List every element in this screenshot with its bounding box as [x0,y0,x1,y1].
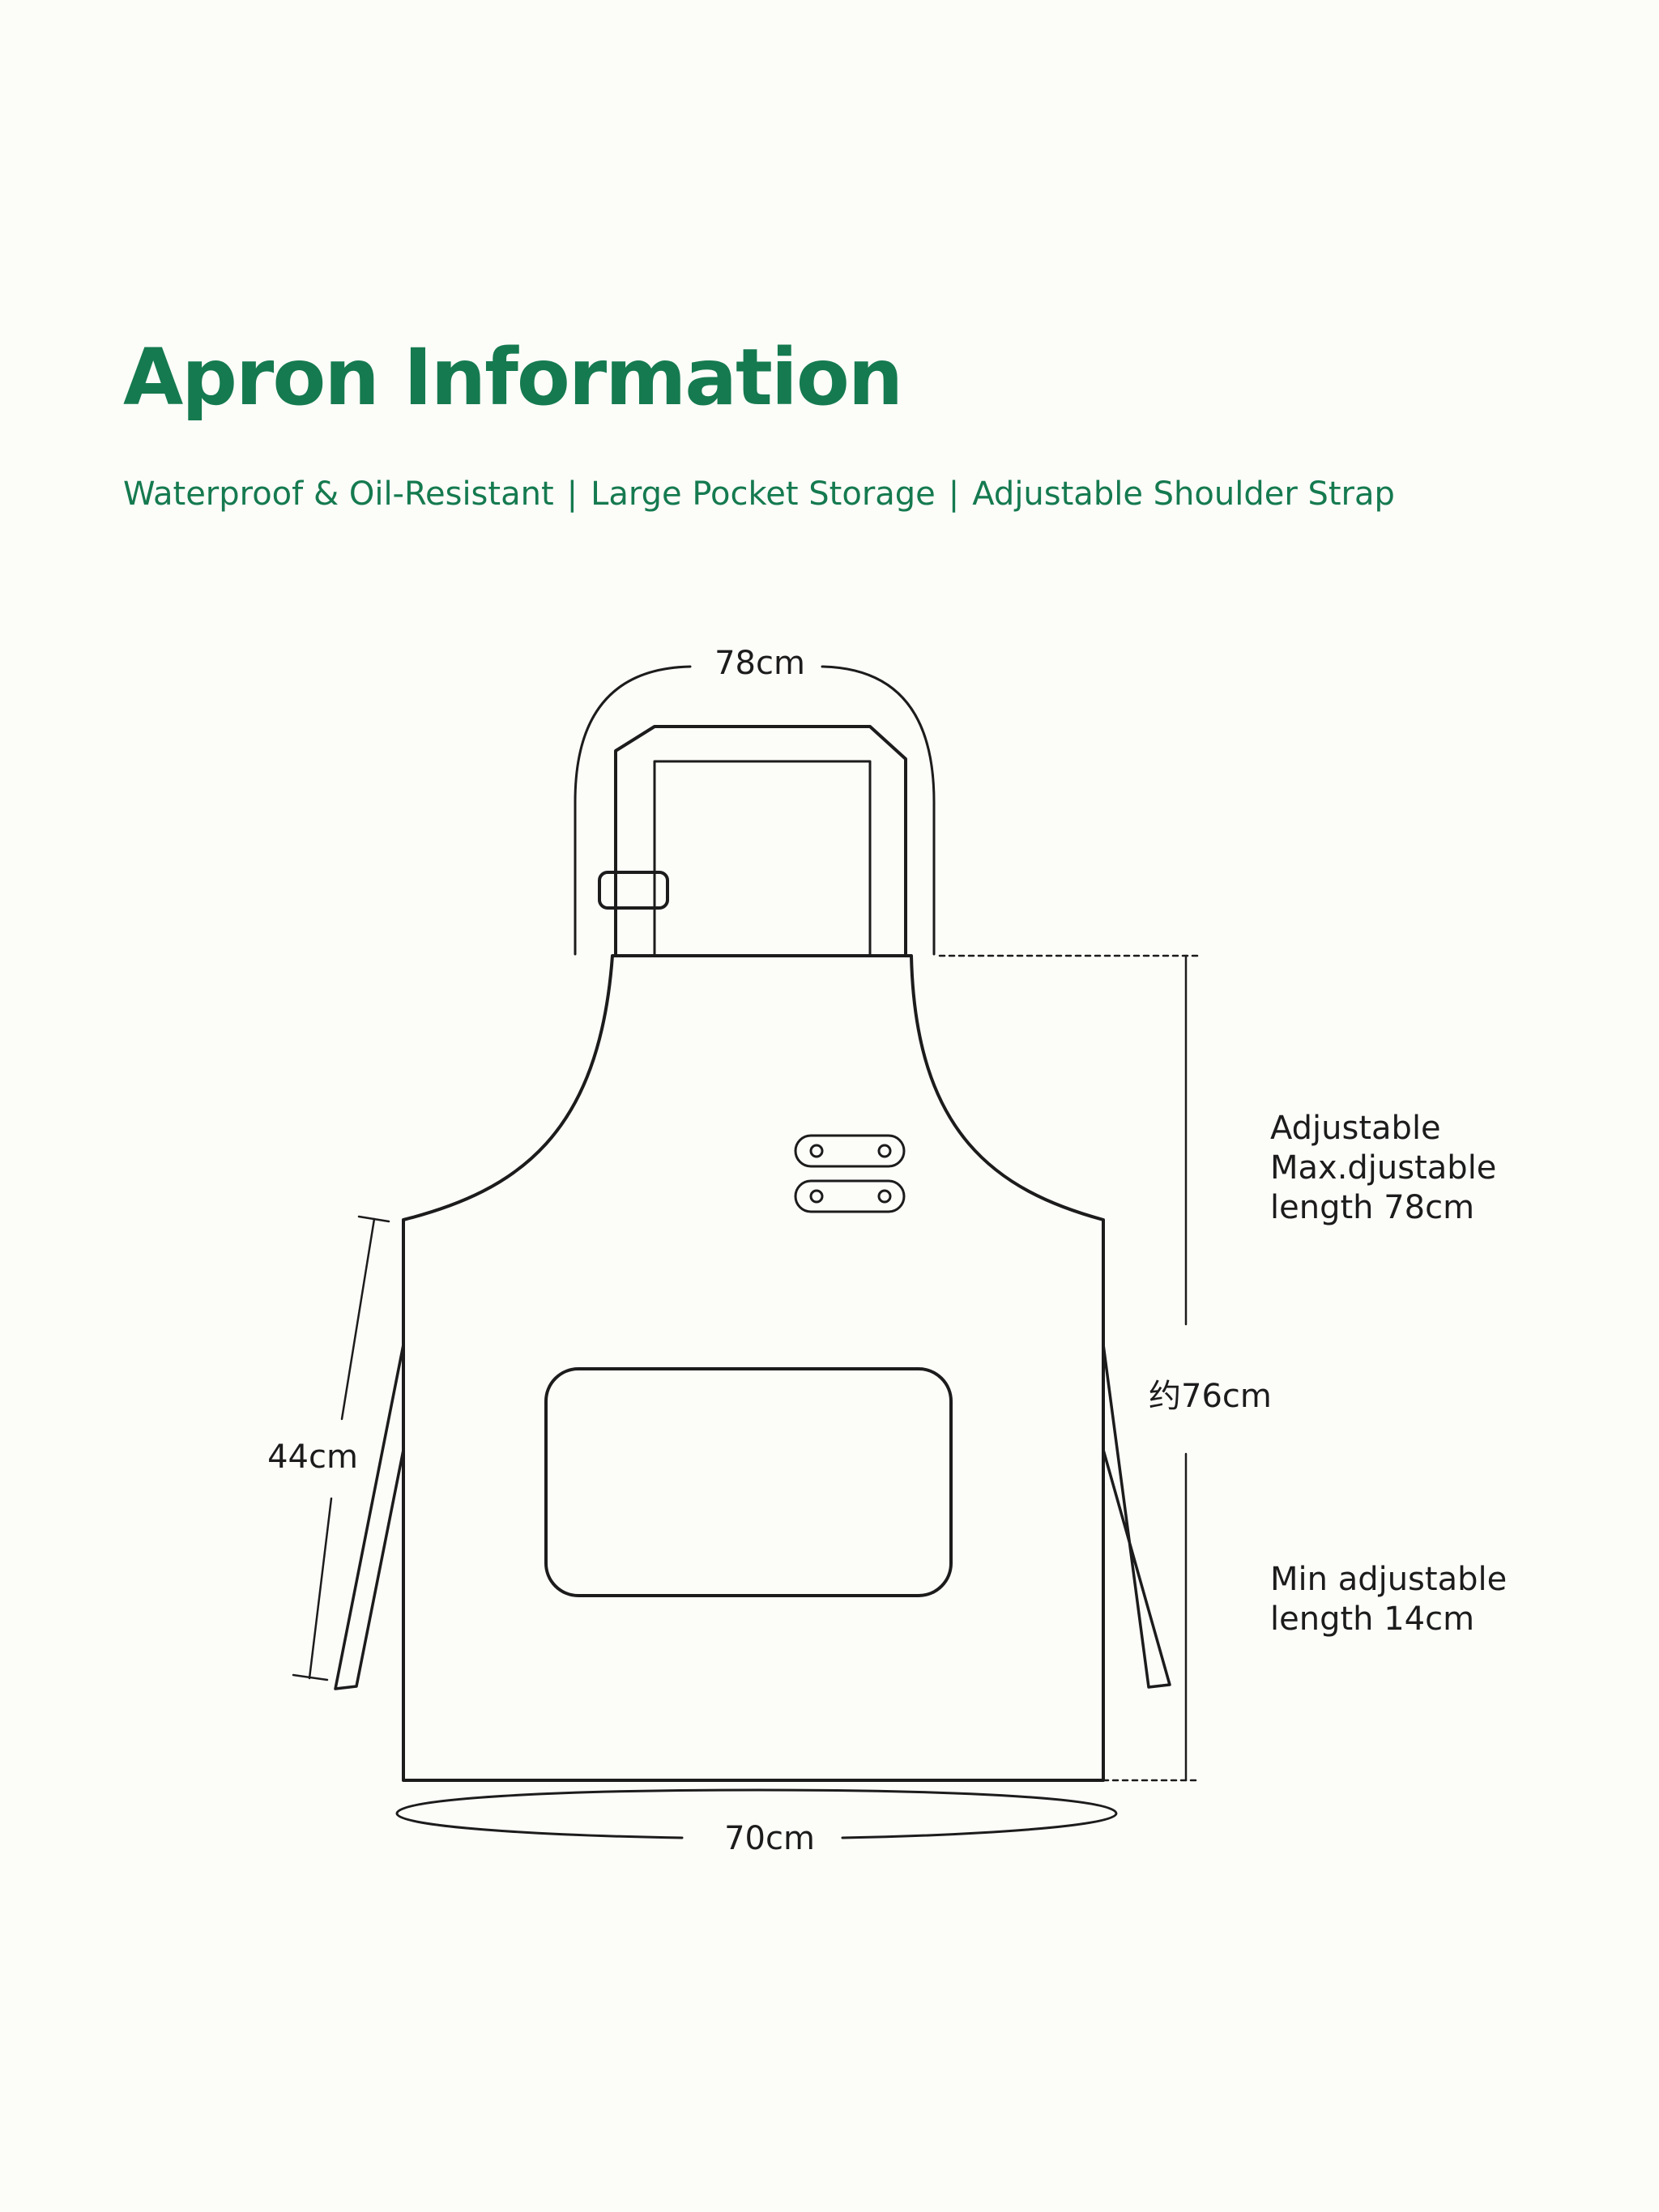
min-adjustable-label: Min adjustable [1270,1561,1507,1598]
left-side-tie [334,1343,405,1690]
min-length-label: length 14cm [1270,1600,1474,1638]
chest-tab-rivet [809,1189,824,1204]
neck-strap-inner [653,760,872,957]
max-length-label: length 78cm [1270,1189,1474,1226]
neck-strap [614,725,907,957]
chest-tab-rivet [809,1144,824,1158]
bottom-width: 70cm [724,1820,815,1857]
max-adjustable-label: Max.djustable [1270,1149,1496,1187]
apron-body [402,954,1105,1782]
feature-separator: | [948,475,960,513]
strap-buckle [598,871,669,910]
feature-separator: | [566,475,578,513]
side-tie-dimension-line [308,1497,333,1680]
chest-tab [794,1179,906,1213]
adjustable-label: Adjustable [1270,1110,1441,1147]
feature-waterproof: Waterproof & Oil-Resistant [123,475,554,513]
neck-dimension-arc [821,665,936,956]
neck-strap-length: 78cm [714,645,805,682]
neck-dimension-arc [574,665,692,956]
chest-tab-rivet [877,1144,892,1158]
width-dimension-arc [395,1788,1118,1839]
front-pocket [544,1367,953,1597]
side-tie-length: 44cm [267,1438,358,1476]
right-side-tie [1102,1343,1171,1689]
total-length: 约76cm [1149,1378,1272,1415]
chest-tab-rivet [877,1189,892,1204]
page-title: Apron Information [123,332,903,423]
chest-tab [794,1134,906,1168]
feature-pocket: Large Pocket Storage [591,475,936,513]
side-tie-dimension-line [340,1217,376,1421]
feature-strap: Adjustable Shoulder Strap [972,475,1395,513]
feature-list: Waterproof & Oil-Resistant | Large Pocket … [123,478,1395,510]
side-tie-dimension-line [292,1673,329,1681]
